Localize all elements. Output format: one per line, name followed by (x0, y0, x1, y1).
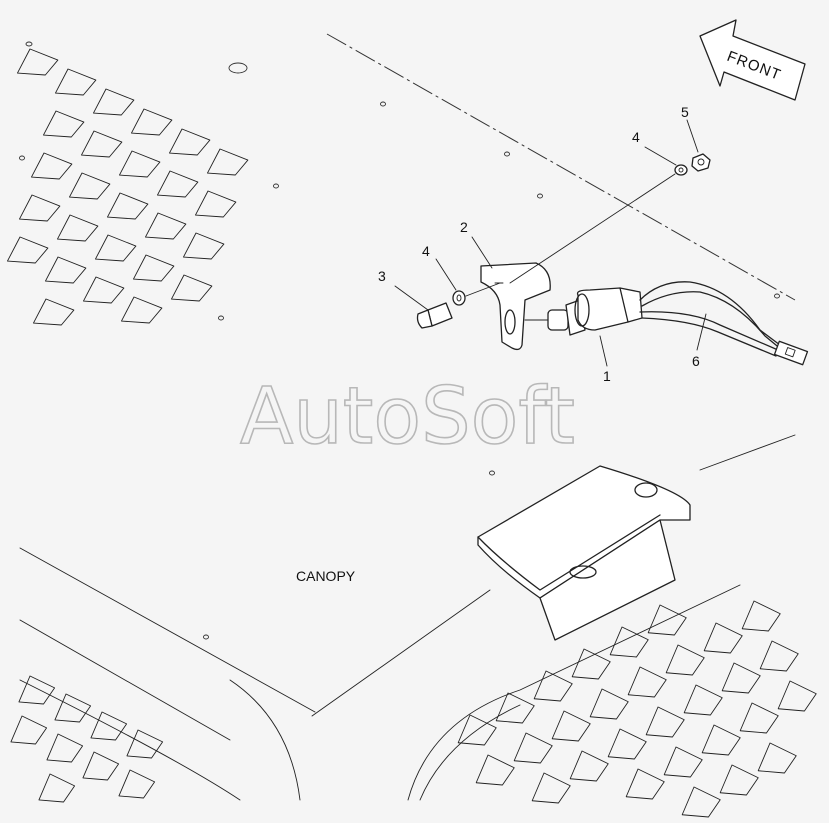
grille-cell (721, 662, 761, 694)
grille-cell (701, 724, 741, 756)
callout-1: 1 (603, 368, 611, 384)
grille-cell (19, 194, 61, 222)
grille-cell (81, 130, 123, 158)
callout-3: 3 (378, 268, 386, 284)
grille-cell (571, 648, 611, 680)
lower-right-grille (457, 600, 817, 818)
bolt (416, 302, 453, 329)
lower-left-grille (10, 675, 164, 803)
grille-cell (703, 622, 743, 654)
grille-cell (757, 742, 797, 774)
grille-cell (475, 754, 515, 786)
grille-cell (31, 152, 73, 180)
grille-cell (589, 688, 629, 720)
grille-cell (10, 715, 48, 745)
grille-cell (119, 150, 161, 178)
callout-4-left: 4 (422, 243, 430, 259)
nut-top (691, 153, 711, 172)
watermark: AutoSoft (240, 372, 575, 462)
grille-cell (55, 68, 97, 96)
grille-cell (495, 692, 535, 724)
grille-cell (157, 170, 199, 198)
grille-cell (171, 274, 213, 302)
grille-cell (131, 108, 173, 136)
grille-cell (54, 693, 92, 723)
rivet-dots (19, 41, 780, 640)
washer-left (452, 290, 466, 306)
grille-cell (33, 298, 75, 326)
grille-cell (741, 600, 781, 632)
grille-cell (513, 732, 553, 764)
wire-harness (639, 281, 809, 366)
grille-cell (169, 128, 211, 156)
grille-cell (126, 729, 164, 759)
switch-body (547, 287, 643, 336)
grille-cell (759, 640, 799, 672)
canopy-outline (19, 33, 796, 801)
front-arrow: FRONT (699, 19, 806, 101)
grille-cell (625, 768, 665, 800)
grille-cell (46, 733, 84, 763)
grille-cell (93, 88, 135, 116)
grille-cell (739, 702, 779, 734)
grille-cell (647, 604, 687, 636)
grille-cell (107, 192, 149, 220)
grille-cell (145, 212, 187, 240)
grille-cell (627, 666, 667, 698)
grille-cell (551, 710, 591, 742)
grille-cell (69, 172, 111, 200)
grille-cell (531, 772, 571, 804)
canopy-label: CANOPY (296, 568, 356, 584)
grille-cell (645, 706, 685, 738)
callout-4-top: 4 (632, 129, 640, 145)
grille-cell (43, 110, 85, 138)
grille-cell (7, 236, 49, 264)
grille-cell (118, 769, 156, 799)
canopy-bracket (477, 465, 691, 641)
grille-cell (681, 786, 721, 818)
grille-cell (207, 148, 249, 176)
grille-cell (133, 254, 175, 282)
grille-cell (83, 276, 125, 304)
grille-cell (95, 234, 137, 262)
grille-cell (533, 670, 573, 702)
grille-cell (569, 750, 609, 782)
grille-cell (719, 764, 759, 796)
grille-cell (90, 711, 128, 741)
callout-5: 5 (681, 104, 689, 120)
grille-cell (609, 626, 649, 658)
grille-cell (195, 190, 237, 218)
grille-cell (18, 675, 56, 705)
grille-cell (121, 296, 163, 324)
grille-cell (183, 232, 225, 260)
grille-cell (777, 680, 817, 712)
callout-6: 6 (692, 353, 700, 369)
grille-cell (57, 214, 99, 242)
grille-cell (665, 644, 705, 676)
grille-cell (607, 728, 647, 760)
mounting-bracket (480, 262, 551, 351)
grille-cell (38, 773, 76, 803)
washer-top (674, 164, 688, 176)
callout-2: 2 (460, 219, 468, 235)
grille-cell (45, 256, 87, 284)
leader-lines (394, 119, 707, 367)
grille-cell (457, 714, 497, 746)
grille-cell (17, 48, 59, 76)
grille-cell (663, 746, 703, 778)
grille-cell (683, 684, 723, 716)
grille-cell (82, 751, 120, 781)
upper-left-grille (7, 48, 249, 326)
